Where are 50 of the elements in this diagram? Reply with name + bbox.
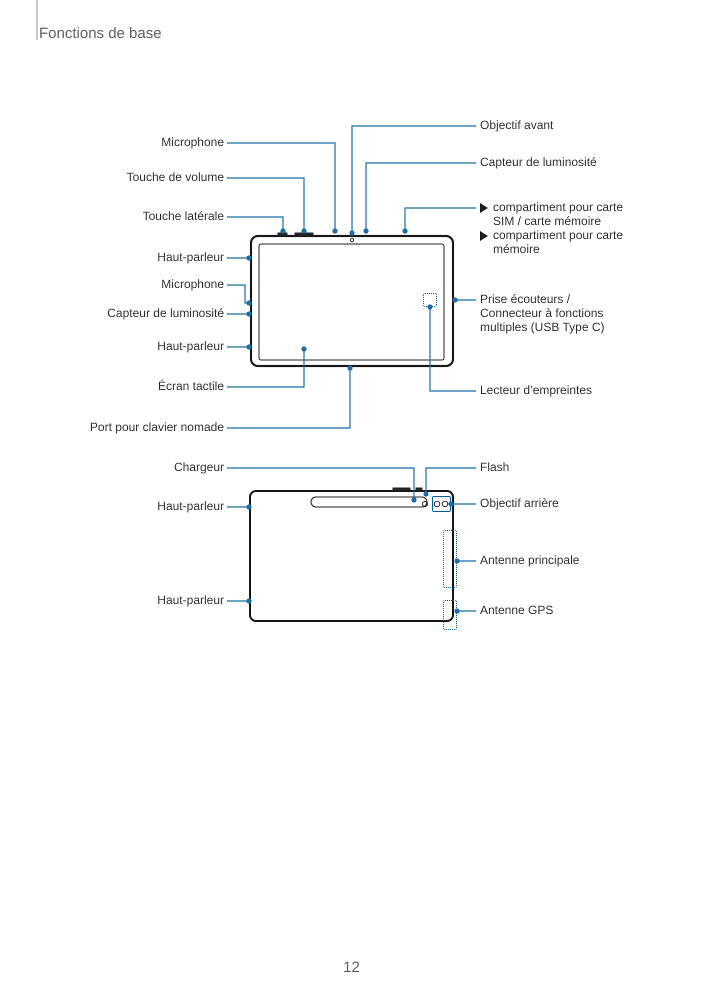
leader-line — [349, 125, 476, 236]
leader-line — [227, 344, 252, 350]
callout-label: Objectif avant — [480, 118, 554, 132]
tablet-back-drawing — [249, 487, 455, 623]
callout-label: Microphone — [161, 135, 224, 149]
leader-line — [227, 365, 353, 429]
leader-line — [363, 162, 476, 234]
callout-label: Lecteur d’empreintes — [480, 383, 592, 397]
callout-label: Haut-parleur — [157, 499, 224, 513]
callout-label: Antenne GPS — [480, 603, 554, 617]
section-header: Fonctions de base — [39, 24, 162, 44]
callout-label: Objectif arrière — [480, 496, 559, 510]
callout-label: Chargeur — [174, 460, 224, 474]
leader-line — [227, 346, 307, 388]
callout-label: Haut-parleur — [157, 593, 224, 607]
callout-label: Écran tactile — [158, 379, 224, 393]
leader-line — [227, 598, 252, 604]
callout-label: Flash — [480, 460, 510, 474]
outline-frame — [432, 496, 451, 512]
leader-line — [427, 304, 476, 392]
leader-line — [227, 216, 286, 234]
leader-line — [452, 297, 476, 303]
leader-line — [227, 177, 307, 234]
leader-line — [227, 311, 252, 317]
callout-label: Port pour clavier nomade — [90, 420, 224, 434]
dotted-outline — [443, 600, 457, 630]
leader-line — [454, 558, 476, 564]
leader-line — [402, 207, 476, 234]
callout-label: Touche de volume — [126, 170, 224, 184]
callout-label: Capteur de luminosité — [480, 155, 597, 169]
leader-line — [227, 284, 252, 306]
tablet-front-drawing — [249, 231, 455, 368]
leader-line — [454, 608, 476, 614]
page-number: 12 — [342, 958, 361, 978]
callout-label: Haut-parleur — [157, 250, 224, 264]
leader-line — [227, 467, 417, 503]
leader-line — [448, 501, 476, 507]
leader-line — [423, 467, 476, 497]
callout-label: compartiment pour carte mémoire — [493, 228, 624, 256]
callout-label: Microphone — [161, 277, 224, 291]
callout-label: Antenne principale — [480, 553, 580, 567]
dotted-outline — [443, 530, 457, 588]
callout-label: Haut-parleur — [157, 339, 224, 353]
callout-label: Capteur de luminosité — [107, 306, 224, 320]
leader-line — [227, 504, 252, 510]
callout-label: Prise écouteurs / Connecteur à fonctions multiples (USB Type C) — [480, 292, 630, 334]
callout-label: Touche latérale — [142, 209, 224, 223]
dotted-outline — [423, 293, 437, 307]
leader-line — [227, 142, 338, 234]
leader-line — [227, 255, 252, 261]
